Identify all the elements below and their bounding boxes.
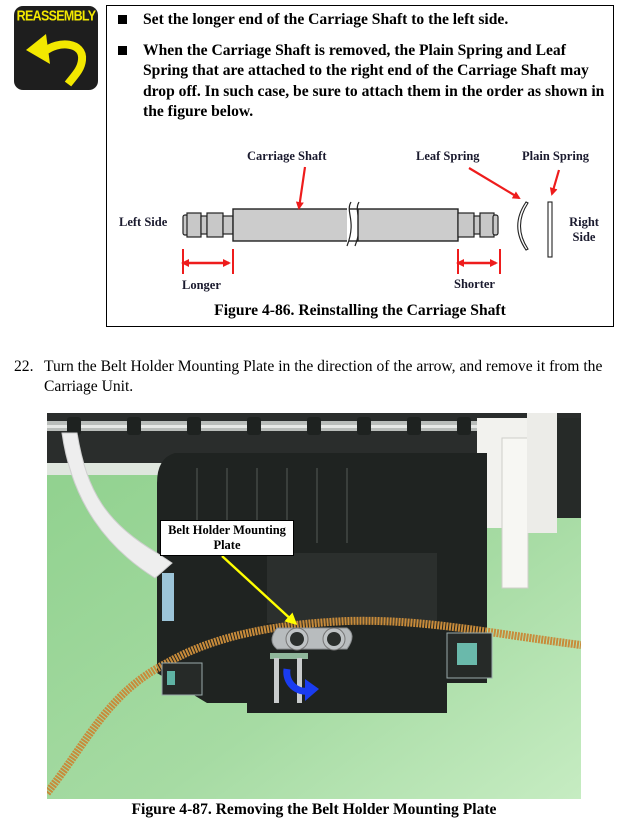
- callout-line2: Plate: [213, 538, 241, 552]
- plain-spring-label: Plain Spring: [522, 149, 590, 163]
- curved-return-arrow-icon: [26, 34, 86, 87]
- shorter-dimension-arrow: [456, 249, 501, 274]
- shaft-right-end: [457, 212, 499, 238]
- longer-label: Longer: [182, 278, 221, 292]
- callout-pointer-arrow: [221, 555, 298, 626]
- carriage-shaft-pointer-arrow: [295, 166, 307, 210]
- figure-4-87-caption: Figure 4-87. Removing the Belt Holder Mo…: [131, 801, 497, 818]
- leaf-spring-label: Leaf Spring: [416, 149, 480, 163]
- callout-line1: Belt Holder Mounting: [168, 523, 286, 537]
- plain-spring: [547, 201, 553, 258]
- leaf-spring-pointer-arrow: [468, 167, 521, 200]
- note-bullet: Set the longer end of the Carriage Shaft…: [113, 10, 609, 31]
- shaft-break: [346, 201, 352, 247]
- carriage-shaft-label: Carriage Shaft: [247, 149, 327, 163]
- leaf-spring: [517, 201, 529, 251]
- note-bullet: When the Carriage Shaft is removed, the …: [113, 41, 609, 123]
- step-number: 22.: [14, 358, 34, 375]
- right-side-label-line2: Side: [572, 230, 596, 244]
- belt-holder-callout: Belt Holder Mounting Plate: [160, 520, 294, 556]
- step-text: Turn the Belt Holder Mounting Plate in t…: [44, 358, 603, 395]
- belt-holder-plate: [271, 627, 353, 651]
- right-side-label-line1: Right: [569, 215, 599, 229]
- reassembly-note-box: Set the longer end of the Carriage Shaft…: [106, 5, 614, 327]
- belt-holder-photo: Belt Holder Mounting Plate: [47, 413, 581, 799]
- reassembly-badge: REASSEMBLY: [14, 6, 98, 90]
- carriage-shaft-diagram: [181, 166, 561, 274]
- shorter-label: Shorter: [454, 277, 495, 291]
- plain-spring-pointer-arrow: [549, 169, 561, 196]
- shaft-body-right: [357, 208, 459, 242]
- bullet-square-icon: [118, 45, 127, 55]
- right-side-label: Right Side: [563, 215, 605, 245]
- photo-illustration: [47, 413, 581, 799]
- left-side-label: Left Side: [119, 215, 168, 229]
- bullet-text: Set the longer end of the Carriage Shaft…: [143, 11, 509, 28]
- shaft-body-left: [232, 208, 350, 242]
- note-bullets: Set the longer end of the Carriage Shaft…: [113, 10, 609, 133]
- bullet-text: When the Carriage Shaft is removed, the …: [143, 41, 605, 121]
- figure-4-86-caption: Figure 4-86. Reinstalling the Carriage S…: [214, 302, 506, 319]
- longer-dimension-arrow: [181, 249, 234, 274]
- shaft-left-end: [182, 212, 234, 238]
- reassembly-label: REASSEMBLY: [16, 7, 96, 25]
- bullet-square-icon: [118, 15, 127, 24]
